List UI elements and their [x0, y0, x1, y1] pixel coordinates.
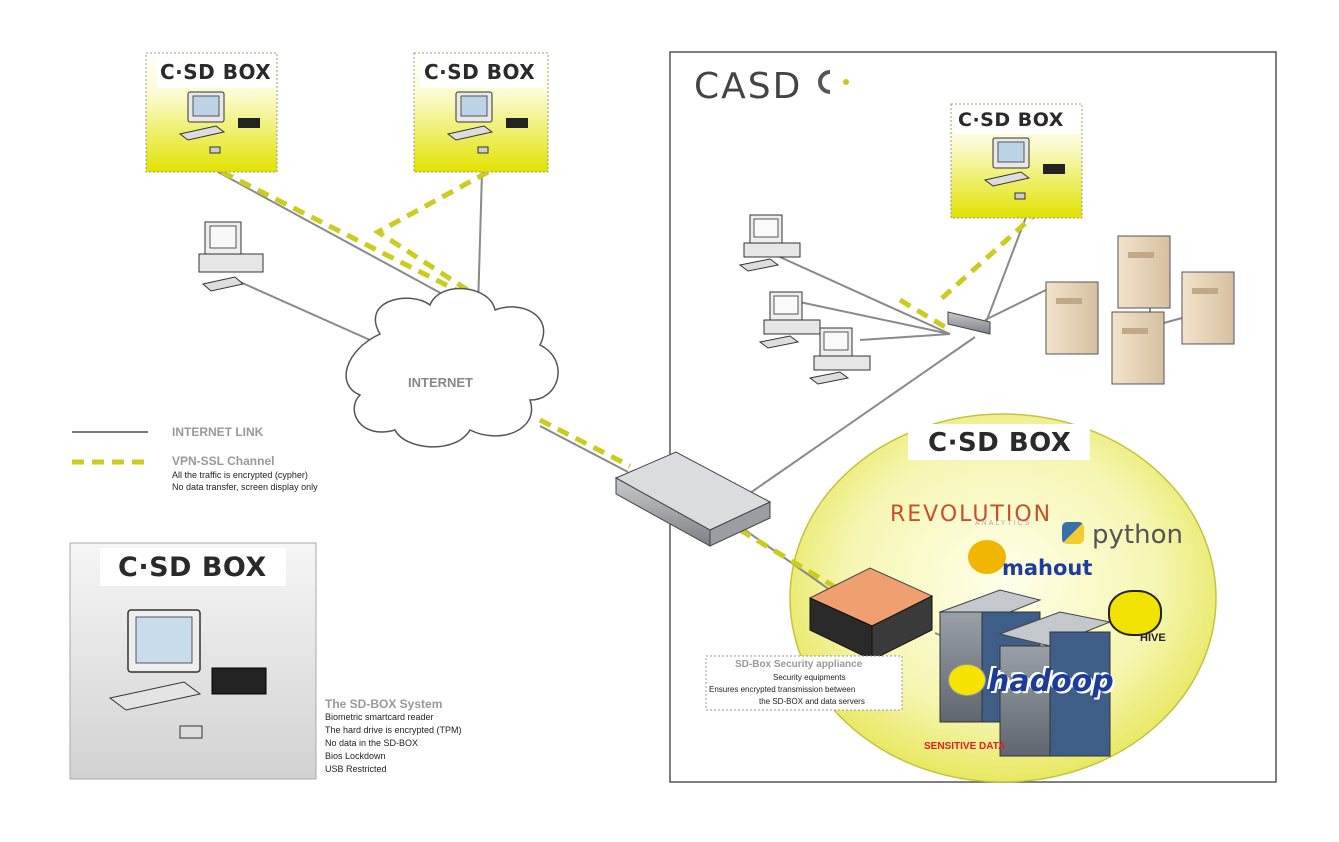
- internet-label: INTERNET: [408, 375, 473, 390]
- appliance-line: Ensures encrypted transmission between: [709, 685, 856, 694]
- sd-box-logo: C·SD BOX: [118, 552, 267, 583]
- internet-pc-icon: [198, 221, 264, 292]
- sensitive-data-label: SENSITIVE DATA: [924, 741, 1006, 752]
- legend-vpn-line2: No data transfer, screen display only: [172, 482, 318, 492]
- system-title: The SD-BOX System: [325, 697, 443, 711]
- pc-icon: [446, 91, 528, 154]
- casd-logo-icon: [818, 70, 849, 94]
- security-appliance-icon: [808, 567, 934, 661]
- casd-workstation: [758, 291, 821, 349]
- hadoop-logo: hadoop: [988, 664, 1114, 699]
- appliance-title: SD-Box Security appliance: [735, 659, 863, 670]
- pc-icon: [983, 137, 1065, 200]
- casd-workstation: [808, 327, 871, 385]
- mahout-logo: mahout: [1002, 556, 1093, 580]
- tower-server: [1181, 271, 1235, 345]
- python-logo: python: [1092, 520, 1183, 550]
- system-item: USB Restricted: [325, 764, 387, 774]
- tower-server: [1111, 311, 1165, 385]
- system-item: Bios Lockdown: [325, 751, 386, 761]
- legend-internet-link-label: INTERNET LINK: [172, 425, 264, 439]
- casd-title: CASD: [694, 66, 803, 107]
- python-logo-icon: [1062, 522, 1084, 544]
- mahout-logo-icon: [968, 540, 1006, 574]
- sd-box-logo: C·SD BOX: [928, 428, 1072, 458]
- tower-server: [1045, 281, 1099, 355]
- legend-vpn-title: VPN-SSL Channel: [172, 454, 275, 468]
- vpn-channels: [220, 169, 1042, 593]
- sd-box-logo: C·SD BOX: [424, 60, 536, 84]
- sd-box-logo: C·SD BOX: [958, 109, 1064, 131]
- hive-logo: HIVE: [1140, 632, 1166, 644]
- casd-switch: [947, 311, 991, 335]
- hive-logo-icon: [1108, 590, 1162, 636]
- system-item: Biometric smartcard reader: [325, 712, 434, 722]
- appliance-line: the SD-BOX and data servers: [759, 697, 865, 706]
- revolution-sub: ANALYTICS: [975, 520, 1032, 527]
- internet-cloud: [345, 287, 559, 448]
- sd-box-pc-icon: [108, 609, 267, 739]
- appliance-annotation-box: [705, 655, 903, 711]
- hadoop-logo-icon: [948, 664, 986, 696]
- sd-box-logo: C·SD BOX: [160, 60, 272, 84]
- system-item: The hard drive is encrypted (TPM): [325, 725, 462, 735]
- casd-workstation: [738, 214, 801, 272]
- legend-vpn-line1: All the traffic is encrypted (cypher): [172, 470, 308, 480]
- main-switch: [614, 451, 772, 547]
- appliance-line: Security equipments: [773, 673, 846, 682]
- pc-icon: [178, 91, 260, 154]
- revolution-logo: REVOLUTION: [890, 502, 1053, 527]
- system-item: No data in the SD-BOX: [325, 738, 419, 748]
- tower-server: [1117, 235, 1171, 309]
